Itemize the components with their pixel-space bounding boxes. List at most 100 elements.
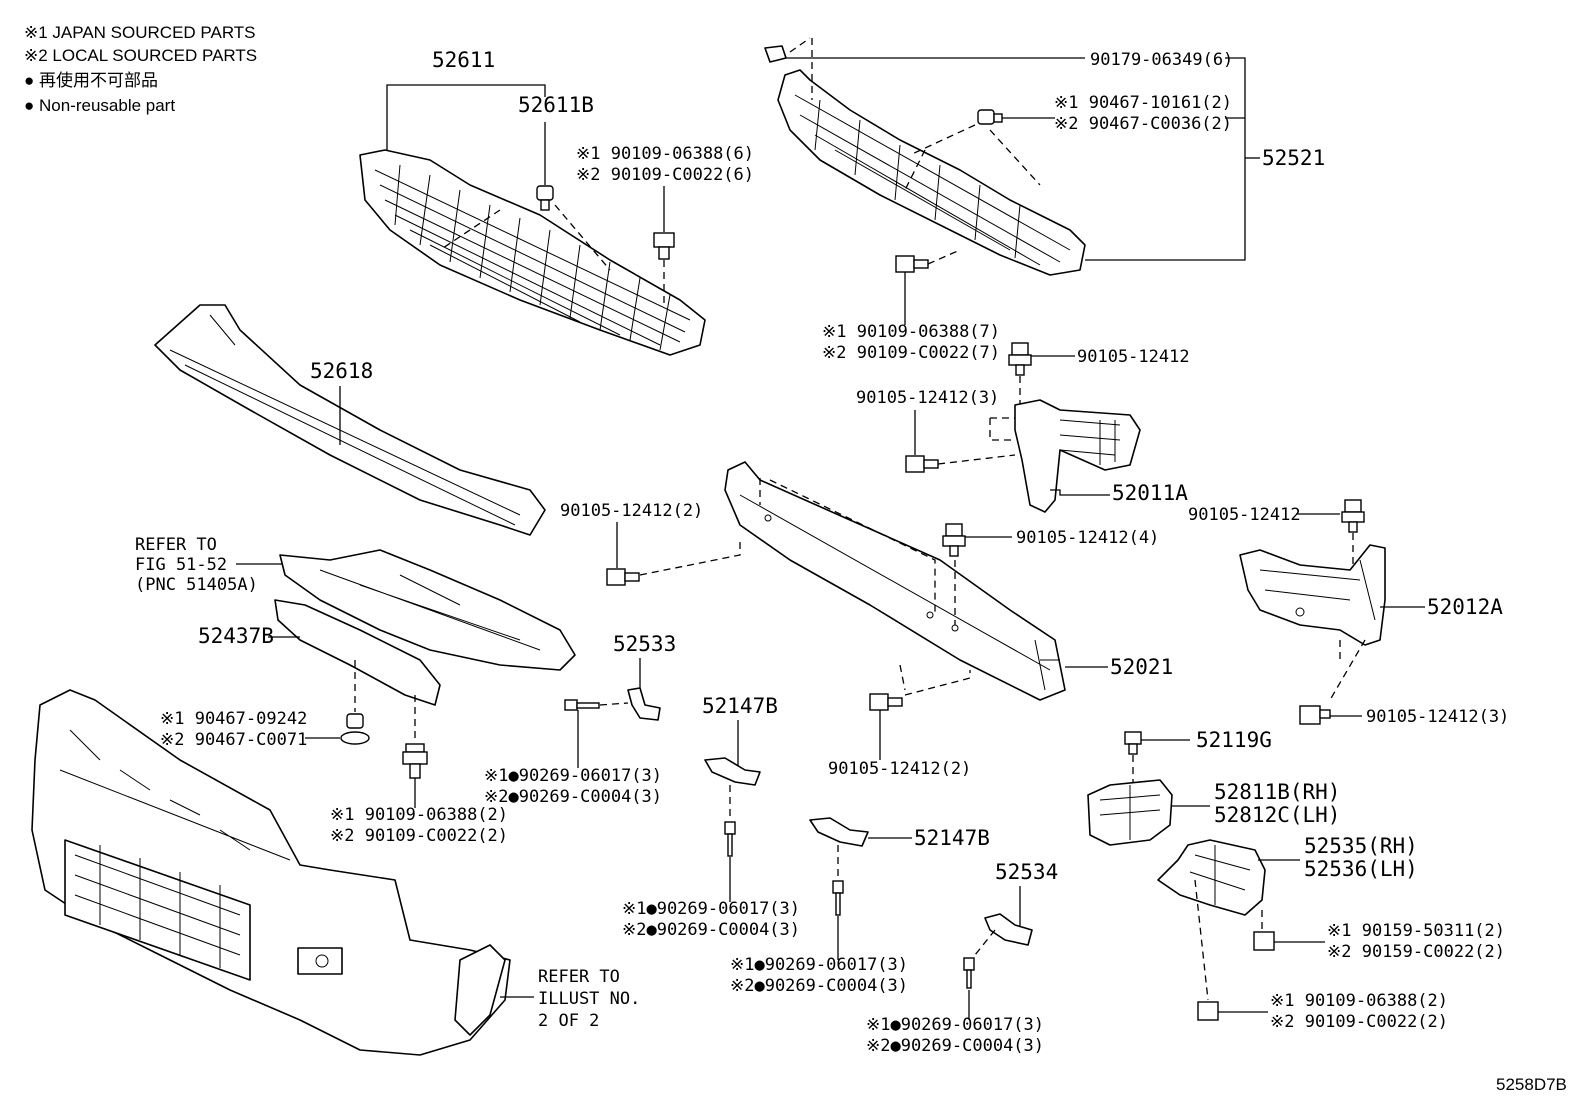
label-52611b: 52611B: [518, 93, 594, 117]
part-52521-absorber[interactable]: [777, 69, 1086, 276]
part-90179-06349-clip[interactable]: [764, 45, 787, 63]
label-90467-09242: ※1 90467-09242: [160, 709, 307, 729]
label-refer-fig-3: (PNC 51405A): [135, 575, 258, 595]
bolt-90105-12412-2b[interactable]: [869, 693, 903, 711]
clip-90269-52147b-1[interactable]: [724, 821, 736, 857]
label-90105-12412-3a: 90105-12412(3): [856, 388, 999, 408]
dashed-guide-90109-7: [927, 249, 961, 265]
legend: ※1 JAPAN SOURCED PARTS ※2 LOCAL SOURCED …: [24, 23, 257, 115]
part-under-cover: [279, 549, 576, 671]
part-52147b-2[interactable]: [809, 817, 869, 847]
bolt-90105-12412-2a[interactable]: [606, 568, 640, 586]
label-refer-fig-2: FIG 51-52: [135, 555, 227, 575]
part-52147b-1[interactable]: [704, 757, 761, 786]
label-90109-06388-6: ※1 90109-06388(6): [576, 144, 754, 164]
label-90269-c0004-c: ※2●90269-C0004(3): [730, 976, 908, 996]
label-90109-c0022-2-right: ※2 90109-C0022(2): [1270, 1012, 1448, 1032]
label-90269-06017-b: ※1●90269-06017(3): [622, 899, 800, 919]
figure-code: 5258D7B: [1496, 1075, 1567, 1094]
part-52011a-bracket[interactable]: [1014, 399, 1141, 513]
label-90105-12412-2a: 90105-12412(2): [560, 501, 703, 521]
dashed-guide-90105-3a: [937, 417, 1016, 465]
label-90467-c0071: ※2 90467-C0071: [160, 730, 307, 750]
label-90269-06017-a: ※1●90269-06017(3): [484, 766, 662, 786]
label-90105-12412-3b: 90105-12412(3): [1366, 707, 1509, 727]
clip-90269-52533[interactable]: [564, 699, 600, 711]
label-52618: 52618: [310, 359, 373, 383]
label-90109-c0022-6: ※2 90109-C0022(6): [576, 165, 754, 185]
part-bumper-cover: [31, 689, 511, 1056]
bolt-90109-7[interactable]: [895, 255, 929, 273]
bolt-90109-2-right[interactable]: [1197, 1001, 1219, 1021]
dashed-guide-52533: [599, 702, 629, 706]
label-90467-10161: ※1 90467-10161(2): [1054, 93, 1232, 113]
bolt-90159-50311[interactable]: [1253, 931, 1275, 951]
label-52533: 52533: [613, 632, 676, 656]
label-90109-c0022-2-left: ※2 90109-C0022(2): [330, 826, 508, 846]
label-52521: 52521: [1262, 146, 1325, 170]
label-52534: 52534: [995, 860, 1058, 884]
dashed-guide-90179-a: [789, 37, 811, 53]
label-52147b-1: 52147B: [702, 694, 778, 718]
clip-52611b[interactable]: [536, 185, 554, 211]
label-90269-c0004-a: ※2●90269-C0004(3): [484, 787, 662, 807]
part-52534-bracket[interactable]: [984, 913, 1033, 946]
label-90105-12412-2b: 90105-12412(2): [828, 759, 971, 779]
label-52437b: 52437B: [198, 624, 274, 648]
label-52012a: 52012A: [1427, 595, 1503, 619]
label-52011a: 52011A: [1112, 481, 1188, 505]
leader-52611: [386, 84, 546, 150]
label-90105-12412-right: 90105-12412: [1188, 505, 1301, 525]
bolt-90109-2-left[interactable]: [402, 743, 428, 779]
bolt-90105-12412-right[interactable]: [1341, 499, 1365, 533]
clip-90467-09242[interactable]: [340, 713, 370, 745]
label-90179-06349: 90179-06349(6): [1090, 50, 1233, 70]
label-90109-06388-2-right: ※1 90109-06388(2): [1270, 991, 1448, 1011]
label-90269-06017-d: ※1●90269-06017(3): [866, 1015, 1044, 1035]
clip-90269-52534[interactable]: [963, 957, 975, 989]
label-90159-50311: ※1 90159-50311(2): [1327, 921, 1505, 941]
dashed-guide-52534: [974, 929, 996, 956]
dashed-guide-90105-2b: [899, 664, 971, 696]
dashed-guide-52021-top: [759, 478, 956, 625]
bolt-90105-12412-4[interactable]: [942, 523, 966, 557]
leader-52011a: [1050, 489, 1110, 496]
bolt-90109-6[interactable]: [653, 232, 675, 260]
part-52021-reinforcement[interactable]: [724, 461, 1066, 701]
legend-line-4: ● Non-reusable part: [24, 96, 175, 115]
part-52618-absorber[interactable]: [154, 304, 546, 536]
bolt-90105-12412-3b[interactable]: [1299, 705, 1331, 725]
bolt-90105-12412-top[interactable]: [1008, 342, 1032, 376]
label-90159-c0022: ※2 90159-C0022(2): [1327, 942, 1505, 962]
label-90105-12412-4: 90105-12412(4): [1016, 528, 1159, 548]
legend-line-1: ※1 JAPAN SOURCED PARTS: [24, 23, 256, 42]
legend-line-3: ● 再使用不可部品: [24, 70, 158, 90]
dashed-guide-52611: [439, 204, 611, 271]
label-90269-c0004-d: ※2●90269-C0004(3): [866, 1036, 1044, 1056]
label-90105-12412-top: 90105-12412: [1077, 347, 1190, 367]
part-52811b-extension[interactable]: [1087, 779, 1173, 846]
label-refer-illust-2: ILLUST NO.: [538, 989, 640, 1009]
label-90269-06017-c: ※1●90269-06017(3): [730, 955, 908, 975]
legend-line-2: ※2 LOCAL SOURCED PARTS: [24, 46, 257, 65]
clip-90467-10161[interactable]: [977, 109, 1003, 125]
dashed-guide-90105-3b: [1329, 639, 1366, 701]
part-52611-retainer[interactable]: [359, 149, 706, 356]
part-52437b-seal[interactable]: [274, 599, 441, 706]
label-52119g: 52119G: [1196, 728, 1272, 752]
label-52535-rh: 52535(RH): [1304, 834, 1418, 858]
part-52012a-bracket[interactable]: [1239, 544, 1386, 646]
clip-52119g[interactable]: [1124, 731, 1142, 755]
label-90269-c0004-b: ※2●90269-C0004(3): [622, 920, 800, 940]
label-52811b-rh: 52811B(RH): [1214, 780, 1340, 804]
label-52147b-2: 52147B: [914, 826, 990, 850]
part-52535-seal[interactable]: [1157, 839, 1266, 916]
label-52611: 52611: [432, 48, 495, 72]
clip-90269-52147b-2[interactable]: [832, 880, 844, 916]
label-refer-fig-1: REFER TO: [135, 535, 217, 555]
part-52533-bracket[interactable]: [627, 687, 661, 721]
bolt-90105-12412-3a[interactable]: [905, 455, 939, 473]
label-90109-06388-7: ※1 90109-06388(7): [822, 322, 1000, 342]
label-90467-c0036: ※2 90467-C0036(2): [1054, 114, 1232, 134]
